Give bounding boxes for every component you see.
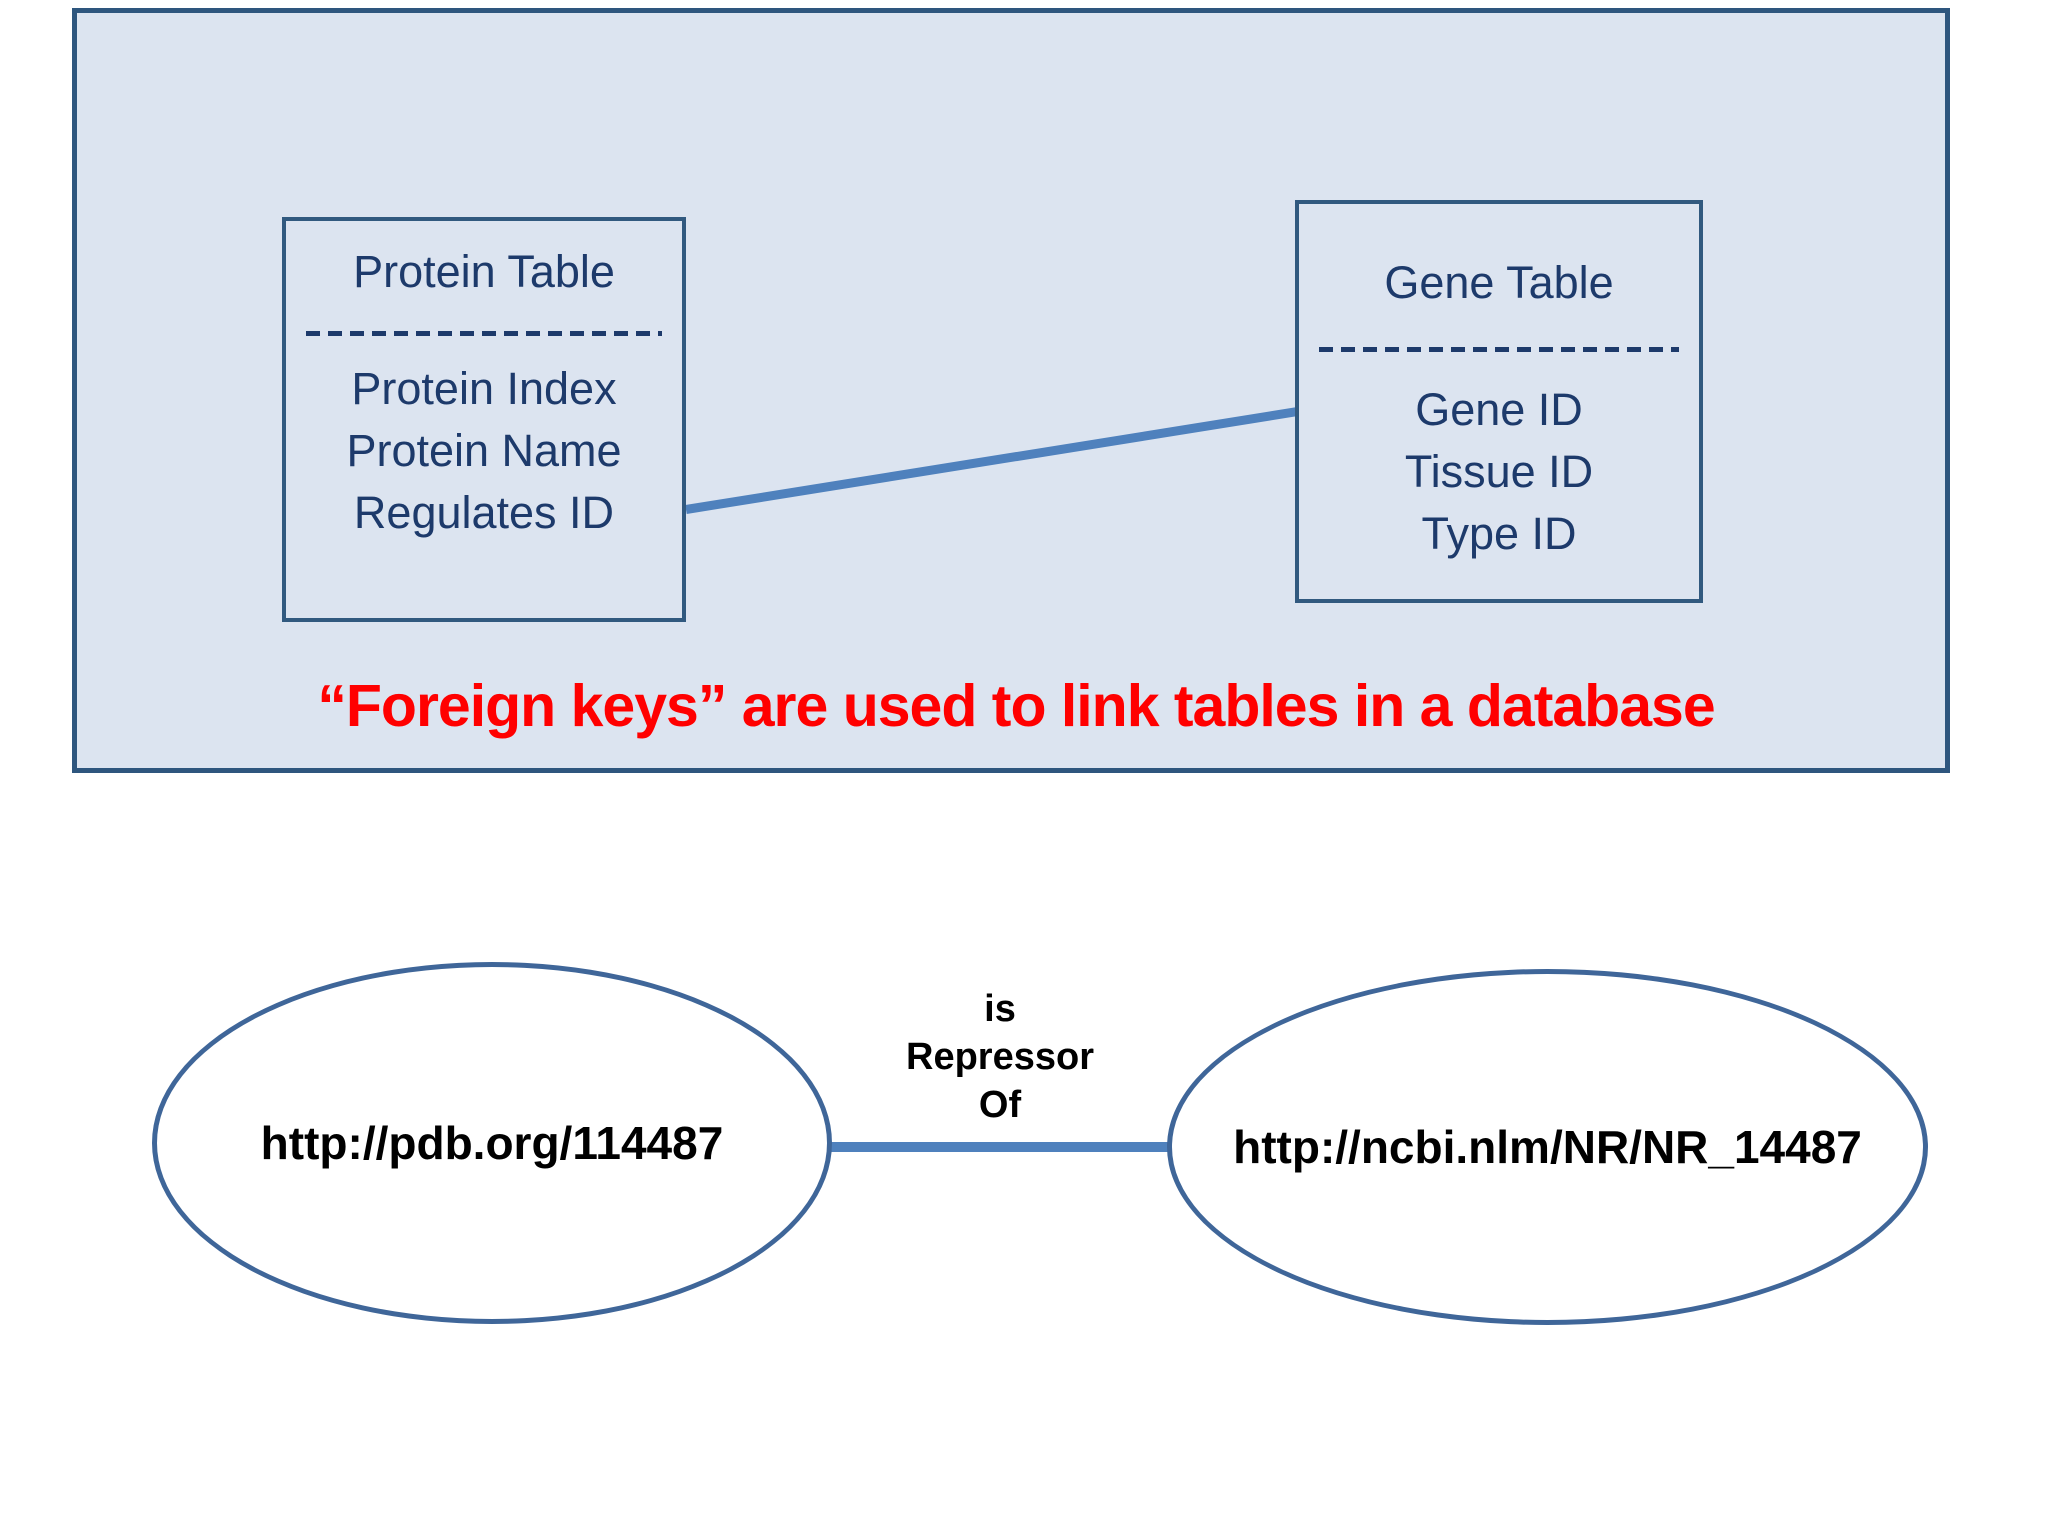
predicate-line: Of (978, 1084, 1022, 1126)
gene-table-fields: Gene ID Tissue ID Type ID (1299, 379, 1699, 565)
predicate-label: is Repressor Of (860, 985, 1140, 1129)
gene-table-title: Gene Table (1384, 257, 1614, 308)
predicate-line: is (984, 988, 1016, 1030)
gene-table-box: Gene Table Gene ID Tissue ID Type ID (1295, 200, 1703, 603)
subject-node-label: http://pdb.org/114487 (260, 1117, 724, 1169)
object-node-label: http://ncbi.nlm/NR/NR_14487 (1233, 1121, 1862, 1173)
table-field: Protein Name (346, 425, 622, 476)
table-field: Protein Index (351, 363, 617, 414)
protein-table-title: Protein Table (353, 246, 615, 297)
table-field: Tissue ID (1404, 446, 1594, 497)
protein-table-fields: Protein Index Protein Name Regulates ID (286, 358, 682, 544)
table-field: Regulates ID (353, 487, 615, 538)
table-field: Type ID (1421, 508, 1577, 559)
object-node-ellipse: http://ncbi.nlm/NR/NR_14487 (1167, 969, 1928, 1325)
dashed-divider (306, 331, 662, 336)
table-field: Gene ID (1415, 384, 1583, 435)
dashed-divider (1319, 347, 1679, 352)
predicate-line: Repressor (906, 1036, 1094, 1078)
protein-table-box: Protein Table Protein Index Protein Name… (282, 217, 686, 622)
foreign-keys-caption: “Foreign keys” are used to link tables i… (317, 673, 1715, 739)
subject-node-ellipse: http://pdb.org/114487 (152, 962, 832, 1324)
predicate-connector-line (828, 1142, 1170, 1152)
